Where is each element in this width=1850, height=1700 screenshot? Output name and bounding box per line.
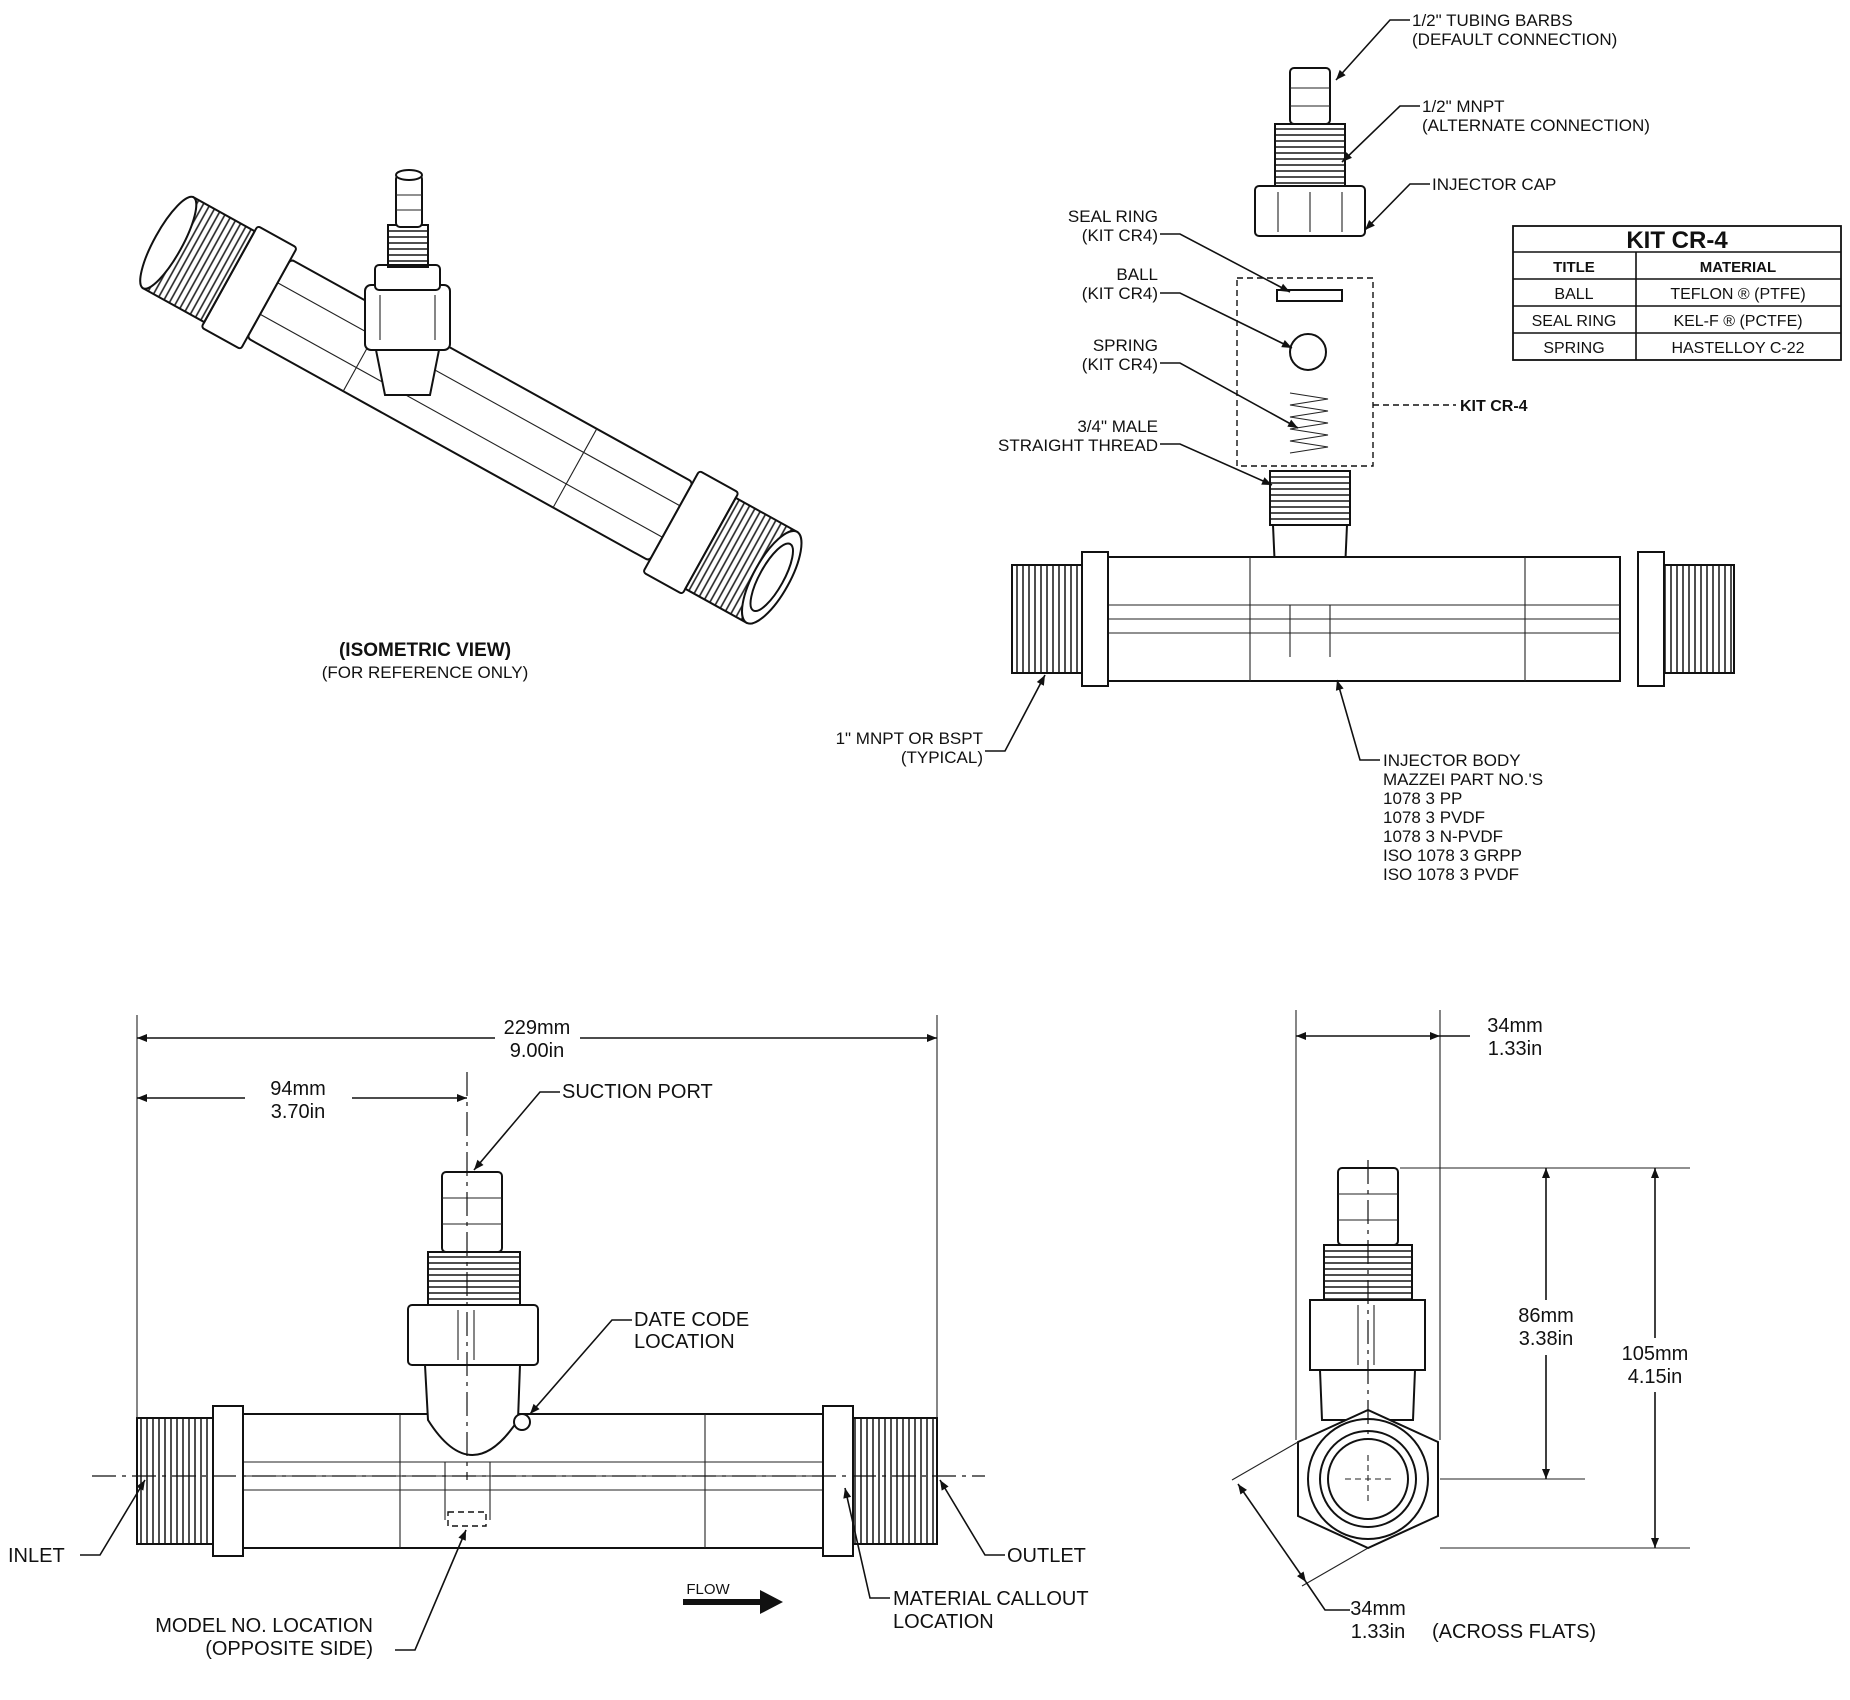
kit-table-cell: SPRING	[1543, 340, 1604, 357]
kit-table-header-material: MATERIAL	[1700, 259, 1776, 276]
across-flats-in: 1.33in	[1351, 1621, 1406, 1643]
kit-table-title: KIT CR-4	[1626, 227, 1728, 254]
port-distance-mm: 94mm	[270, 1078, 326, 1100]
svg-text:INJECTOR BODY: INJECTOR BODY	[1383, 751, 1521, 770]
isometric-view: (ISOMETRIC VIEW) (FOR REFERENCE ONLY)	[139, 169, 803, 682]
spring-label: SPRING	[1093, 336, 1158, 355]
mnpt-bspt-label: 1" MNPT OR BSPT	[836, 729, 983, 748]
ball-note: (KIT CR4)	[1082, 284, 1158, 303]
suction-port-label: SUCTION PORT	[562, 1081, 713, 1103]
injector-body-note: INJECTOR BODY MAZZEI PART NO.'S 1078 3 P…	[1383, 751, 1543, 884]
straight-thread-label: 3/4" MALE	[1077, 417, 1158, 436]
front-view: 229mm 9.00in 94mm 3.70in FLOW SUCTION PO…	[8, 1015, 1089, 1660]
kit-table-cell: KEL-F ® (PCTFE)	[1673, 313, 1802, 330]
spring-note: (KIT CR4)	[1082, 355, 1158, 374]
flow-label: FLOW	[686, 1581, 730, 1598]
kit-table-header-title: TITLE	[1553, 259, 1595, 276]
date-code-note: LOCATION	[634, 1331, 735, 1353]
side-width-in: 1.33in	[1488, 1038, 1543, 1060]
injector-cap-label: INJECTOR CAP	[1432, 175, 1556, 194]
kit-table-cell: BALL	[1554, 286, 1593, 303]
mnpt-bspt-note: (TYPICAL)	[901, 748, 983, 767]
svg-text:ISO 1078 3 GRPP: ISO 1078 3 GRPP	[1383, 846, 1522, 865]
outlet-label: OUTLET	[1007, 1545, 1086, 1567]
tubing-barbs-note: (DEFAULT CONNECTION)	[1412, 30, 1617, 49]
across-flats-mm: 34mm	[1350, 1598, 1406, 1620]
ball-label: BALL	[1116, 265, 1158, 284]
kit-callout: KIT CR-4	[1460, 398, 1528, 415]
height-suction-in: 3.38in	[1519, 1328, 1574, 1350]
svg-text:MAZZEI PART NO.'S: MAZZEI PART NO.'S	[1383, 770, 1543, 789]
kit-table-cell: SEAL RING	[1532, 313, 1617, 330]
svg-text:1078 3 PVDF: 1078 3 PVDF	[1383, 808, 1485, 827]
model-no-label: MODEL NO. LOCATION	[155, 1615, 373, 1637]
across-flats-note: (ACROSS FLATS)	[1432, 1621, 1596, 1643]
mnpt-half-label: 1/2" MNPT	[1422, 97, 1505, 116]
kit-table: KIT CR-4 TITLE MATERIAL BALL TEFLON ® (P…	[1512, 225, 1842, 361]
height-overall-mm: 105mm	[1622, 1343, 1689, 1365]
overall-length-mm: 229mm	[504, 1017, 571, 1039]
height-suction-mm: 86mm	[1518, 1305, 1574, 1327]
material-callout-note: LOCATION	[893, 1611, 994, 1633]
tubing-barbs-label: 1/2" TUBING BARBS	[1412, 11, 1573, 30]
model-no-note: (OPPOSITE SIDE)	[205, 1638, 373, 1660]
seal-ring-note: (KIT CR4)	[1082, 226, 1158, 245]
svg-text:1078 3 PP: 1078 3 PP	[1383, 789, 1462, 808]
height-overall-in: 4.15in	[1628, 1366, 1683, 1388]
overall-length-in: 9.00in	[510, 1040, 565, 1062]
seal-ring-label: SEAL RING	[1068, 207, 1158, 226]
material-callout-label: MATERIAL CALLOUT	[893, 1588, 1089, 1610]
inlet-label: INLET	[8, 1545, 65, 1567]
exploded-view: 1/2" TUBING BARBS (DEFAULT CONNECTION) 1…	[836, 11, 1735, 884]
kit-table-cell: TEFLON ® (PTFE)	[1670, 286, 1805, 303]
side-view: 34mm 1.33in 86mm 3.38in 105mm 4.15in 34m…	[1231, 1010, 1690, 1643]
straight-thread-note: STRAIGHT THREAD	[998, 436, 1158, 455]
kit-table-cell: HASTELLOY C-22	[1671, 340, 1804, 357]
svg-text:1078 3 N-PVDF: 1078 3 N-PVDF	[1383, 827, 1503, 846]
side-width-mm: 34mm	[1487, 1015, 1543, 1037]
mnpt-half-note: (ALTERNATE CONNECTION)	[1422, 116, 1650, 135]
iso-subtitle: (FOR REFERENCE ONLY)	[322, 663, 529, 682]
date-code-label: DATE CODE	[634, 1309, 749, 1331]
port-distance-in: 3.70in	[271, 1101, 326, 1123]
iso-title: (ISOMETRIC VIEW)	[339, 640, 511, 661]
svg-text:ISO 1078 3 PVDF: ISO 1078 3 PVDF	[1383, 865, 1519, 884]
